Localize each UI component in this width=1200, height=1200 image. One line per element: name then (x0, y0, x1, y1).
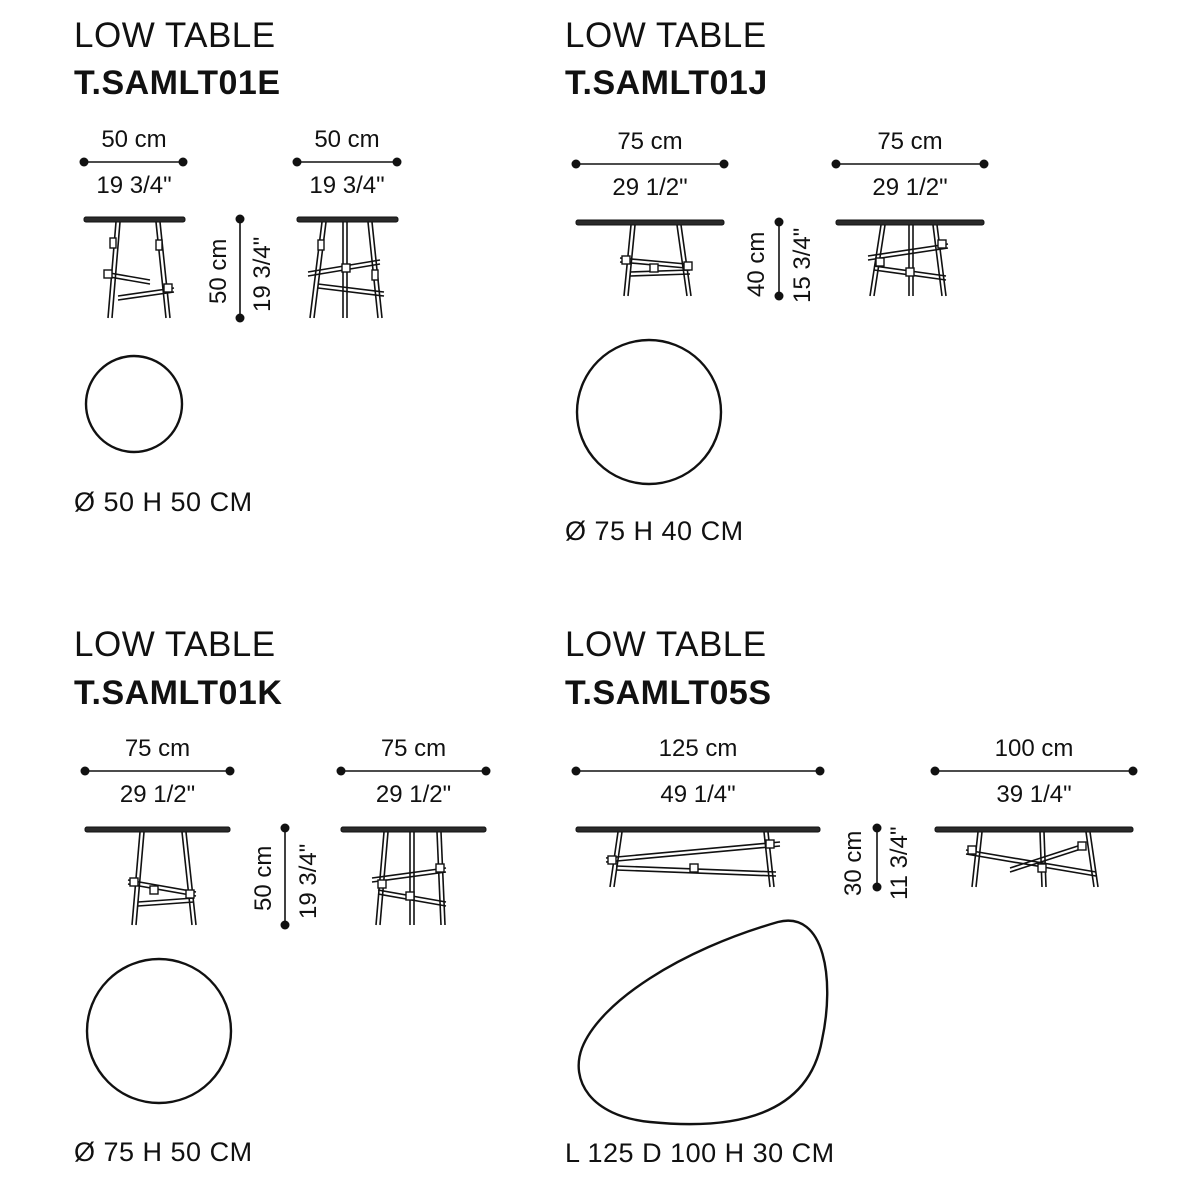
height-dimension-line (235, 214, 245, 323)
product-category: LOW TABLE (565, 625, 767, 664)
front-width-cm-label: 75 cm (124, 735, 191, 762)
product-code: T.SAMLT01J (565, 64, 768, 102)
side-width-dimension-line (930, 766, 1138, 776)
side-width-cm-label: 50 cm (314, 126, 380, 153)
front-width-cm-label: 75 cm (617, 128, 683, 155)
dimension-spec: Ø 75 H 50 CM (74, 1137, 253, 1167)
product-panel-samlt01e: LOW TABLE T.SAMLT01E (0, 0, 560, 600)
front-width-inch-label: 29 1/2" (612, 174, 688, 201)
height-inch-label: 11 3/4" (886, 826, 913, 900)
side-width-inch-label: 19 3/4" (309, 172, 385, 199)
front-width-cm-label: 125 cm (658, 735, 738, 762)
front-width-inch-label: 19 3/4" (96, 172, 172, 199)
side-width-inch-label: 29 1/2" (375, 781, 452, 808)
side-width-cm-label: 100 cm (994, 735, 1074, 762)
side-width-inch-label: 39 1/4" (996, 781, 1072, 808)
table-side-elevation (340, 826, 487, 926)
front-width-dimension-line (80, 766, 235, 776)
table-elevation-drawings (79, 157, 402, 454)
product-category: LOW TABLE (565, 16, 767, 55)
side-width-cm-label: 75 cm (877, 128, 943, 155)
height-inch-label: 19 3/4" (295, 843, 322, 919)
height-dimension-line (280, 823, 290, 930)
product-category: LOW TABLE (74, 16, 276, 55)
front-width-inch-label: 49 1/4" (660, 781, 736, 808)
dimension-spec: Ø 50 H 50 CM (74, 487, 253, 517)
height-dimension-line (872, 823, 882, 892)
front-width-dimension-line (571, 159, 729, 169)
table-side-elevation (934, 826, 1134, 888)
product-code: T.SAMLT01K (74, 674, 283, 712)
front-width-dimension-line (79, 157, 188, 167)
table-side-elevation (835, 219, 985, 297)
side-width-inch-label: 29 1/2" (872, 174, 948, 201)
front-width-dimension-line (571, 766, 825, 776)
product-panel-samlt05s: LOW TABLE T.SAMLT05S (490, 610, 1200, 1200)
dimension-spec: L 125 D 100 H 30 CM (565, 1138, 835, 1168)
table-top-plan-pebble (577, 919, 829, 1126)
table-front-elevation (575, 219, 725, 297)
product-panel-samlt01j: LOW TABLE T.SAMLT01J (490, 0, 1200, 600)
height-dimension-line (774, 217, 784, 301)
table-front-elevation (84, 826, 231, 926)
side-width-dimension-line (292, 157, 402, 167)
table-top-plan-circle (85, 957, 233, 1105)
product-code: T.SAMLT01E (74, 64, 281, 102)
height-cm-label: 40 cm (743, 231, 770, 297)
table-top-plan-circle (575, 338, 723, 486)
front-width-cm-label: 50 cm (101, 126, 167, 153)
product-panel-samlt01k: LOW TABLE T.SAMLT01K (0, 610, 560, 1200)
height-cm-label: 30 cm (840, 830, 867, 896)
height-inch-label: 15 3/4" (789, 227, 816, 303)
table-front-elevation (575, 826, 821, 888)
height-cm-label: 50 cm (205, 238, 232, 304)
side-width-cm-label: 75 cm (380, 735, 447, 762)
side-width-dimension-line (336, 766, 491, 776)
table-elevation-drawings (80, 766, 491, 1105)
product-category: LOW TABLE (74, 625, 276, 664)
table-elevation-drawings (571, 766, 1138, 1126)
height-cm-label: 50 cm (250, 845, 277, 911)
table-front-elevation (83, 216, 186, 319)
side-width-dimension-line (831, 159, 989, 169)
height-inch-label: 19 3/4" (249, 236, 276, 312)
table-side-elevation (296, 216, 399, 319)
dimension-spec: Ø 75 H 40 CM (565, 516, 744, 546)
table-top-plan-circle (84, 354, 184, 454)
product-code: T.SAMLT05S (565, 674, 772, 712)
front-width-inch-label: 29 1/2" (119, 781, 196, 808)
table-elevation-drawings (571, 159, 989, 486)
